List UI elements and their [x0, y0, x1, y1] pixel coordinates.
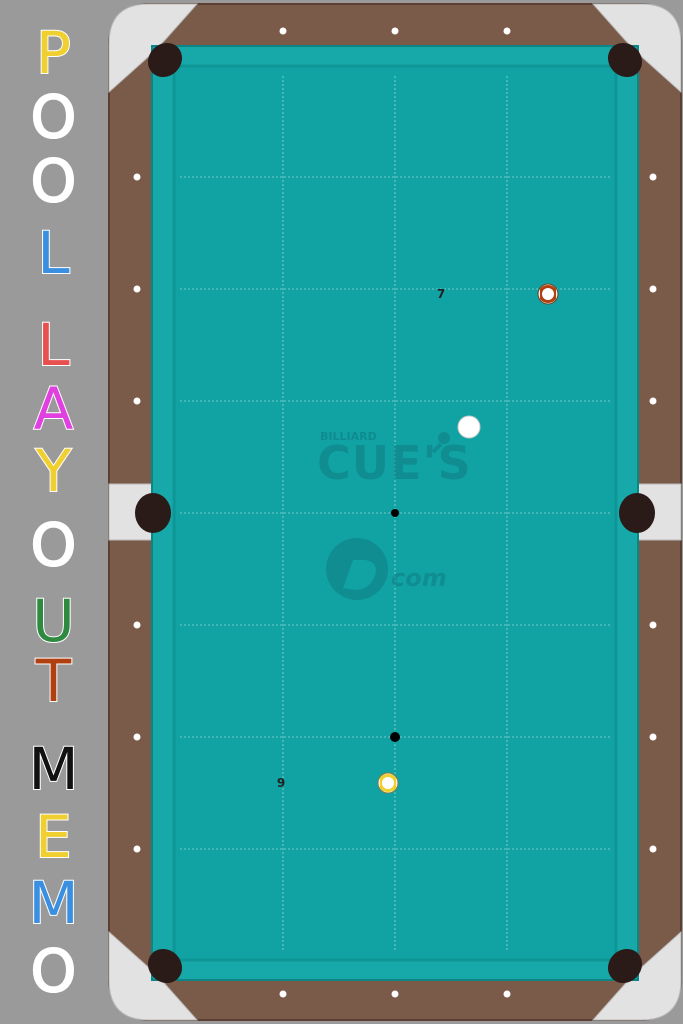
title-letter: P [35, 19, 72, 87]
center-spot [391, 509, 399, 517]
title-letter: O [30, 937, 78, 1005]
title-letter: U [31, 587, 75, 655]
title-letter: T [35, 647, 72, 715]
watermark-small-text: BILLIARD [320, 430, 377, 443]
title-letter: L [36, 219, 70, 287]
dcom-logo-icon [326, 538, 388, 600]
cue-logo-icon [431, 432, 450, 454]
title-letter: O [30, 511, 78, 579]
title-letter: L [36, 311, 70, 379]
ball-9-label: 9 [276, 776, 286, 790]
pool-table[interactable]: BILLIARD CUE'S com 7 9 [107, 0, 683, 1024]
watermark-logo-text: com [391, 564, 447, 592]
ball-7[interactable] [537, 283, 559, 305]
title-letter: M [27, 869, 79, 937]
title-letter: E [34, 803, 73, 871]
cue-ball[interactable] [457, 415, 481, 439]
title-letter: M [27, 735, 79, 803]
foot-spot [390, 732, 400, 742]
title-letter: O [30, 147, 78, 215]
ball-9[interactable] [377, 772, 399, 794]
title-letter: Y [35, 437, 72, 505]
pockets [135, 42, 655, 984]
ball-7-label: 7 [436, 287, 446, 301]
table-canvas[interactable] [107, 0, 683, 1024]
watermark-big-text: CUE'S [317, 436, 472, 490]
title-letter: O [30, 83, 78, 151]
title-letter: A [33, 375, 75, 443]
rail-diamonds [133, 27, 657, 998]
